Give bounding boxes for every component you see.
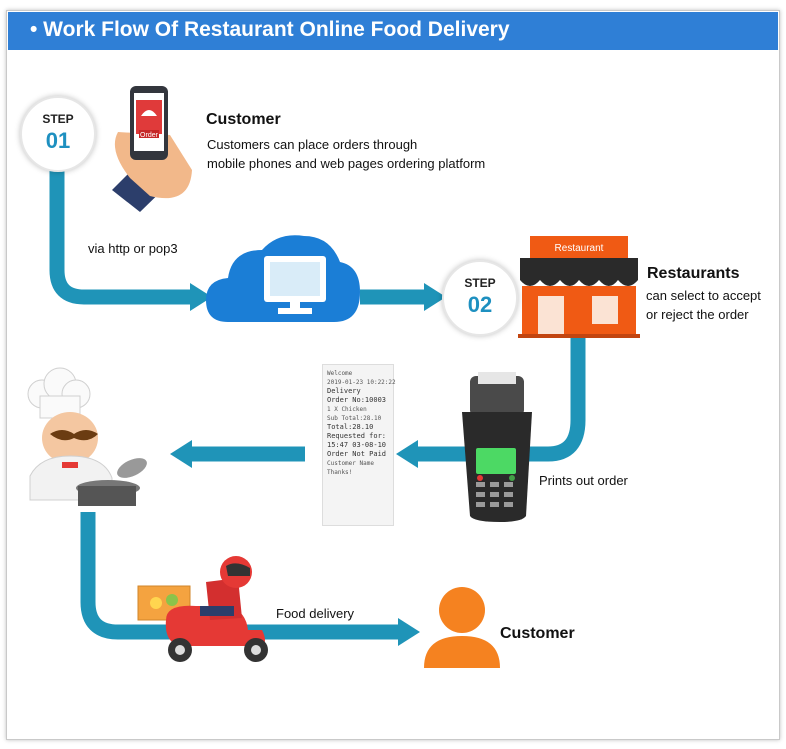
printer-label: Prints out order: [539, 473, 628, 488]
step-02-number: 02: [467, 292, 493, 317]
arrow-head-cloud: [190, 283, 212, 311]
via-label: via http or pop3: [88, 241, 178, 256]
step-02-label: STEP: [464, 276, 496, 290]
receipt-line: Total:28.10: [327, 423, 374, 431]
arrow-head-chef: [170, 440, 192, 468]
restaurants-title: Restaurants: [647, 265, 740, 282]
receipt-line: Customer Name: [327, 460, 374, 467]
step-02-badge: STEP 02: [442, 260, 518, 336]
flow-line-restaurant-to-printer: [412, 335, 586, 462]
phone-order-label: Order: [140, 132, 159, 139]
customer-top-line1: Customers can place orders through: [207, 137, 418, 152]
receipt-line: Thanks!: [327, 469, 353, 476]
step-01-label: STEP: [42, 112, 74, 126]
flow-arrows: [49, 170, 586, 640]
restaurant-icon: Restaurant: [518, 236, 640, 338]
flow-line-chef-to-customer: [80, 512, 400, 640]
receipt-line: Delivery: [327, 387, 361, 395]
receipt-line: 2019-01-23 10:22:22: [327, 379, 396, 386]
arrow-heads: [170, 283, 446, 646]
delivery-label: Food delivery: [276, 606, 355, 621]
header-bar: • Work Flow Of Restaurant Online Food De…: [8, 12, 778, 50]
arrow-head-customer: [398, 618, 420, 646]
customer-top-title: Customer: [206, 111, 281, 128]
step-01-number: 01: [45, 128, 71, 153]
customer-top-line2: mobile phones and web pages ordering pla…: [207, 156, 486, 171]
delivery-scooter-icon: [137, 556, 268, 662]
receipt-line: 1 X Chicken: [327, 406, 367, 413]
receipt-line: 15:47 03-08-10: [327, 441, 387, 449]
flow-line-customer-to-cloud: [49, 170, 196, 305]
receipt-line: Requested for:: [327, 432, 387, 440]
customer-person-icon: [424, 587, 500, 668]
restaurants-line2: or reject the order: [646, 307, 749, 322]
customer-bottom-title: Customer: [500, 625, 575, 642]
arrow-head-printer: [396, 440, 418, 468]
receipt-line: Order No:10003: [327, 396, 387, 404]
printer-terminal-icon: [462, 372, 532, 522]
receipt-line: Welcome: [327, 370, 353, 377]
receipt-line: Sub Total:28.10: [327, 415, 382, 422]
receipt-line: Order Not Paid: [327, 450, 387, 458]
cloud-computer-icon: [206, 235, 360, 322]
page-title: • Work Flow Of Restaurant Online Food De…: [30, 18, 510, 41]
chef-icon: [27, 367, 147, 506]
step-01-badge: STEP 01: [20, 96, 96, 172]
arrow-head-step2: [424, 283, 446, 311]
restaurant-sign-text: Restaurant: [555, 243, 604, 254]
printed-receipt: Welcome 2019-01-23 10:22:22 Delivery Ord…: [322, 364, 396, 526]
phone-hand-icon: Order: [112, 86, 192, 212]
restaurants-line1: can select to accept: [646, 288, 761, 303]
